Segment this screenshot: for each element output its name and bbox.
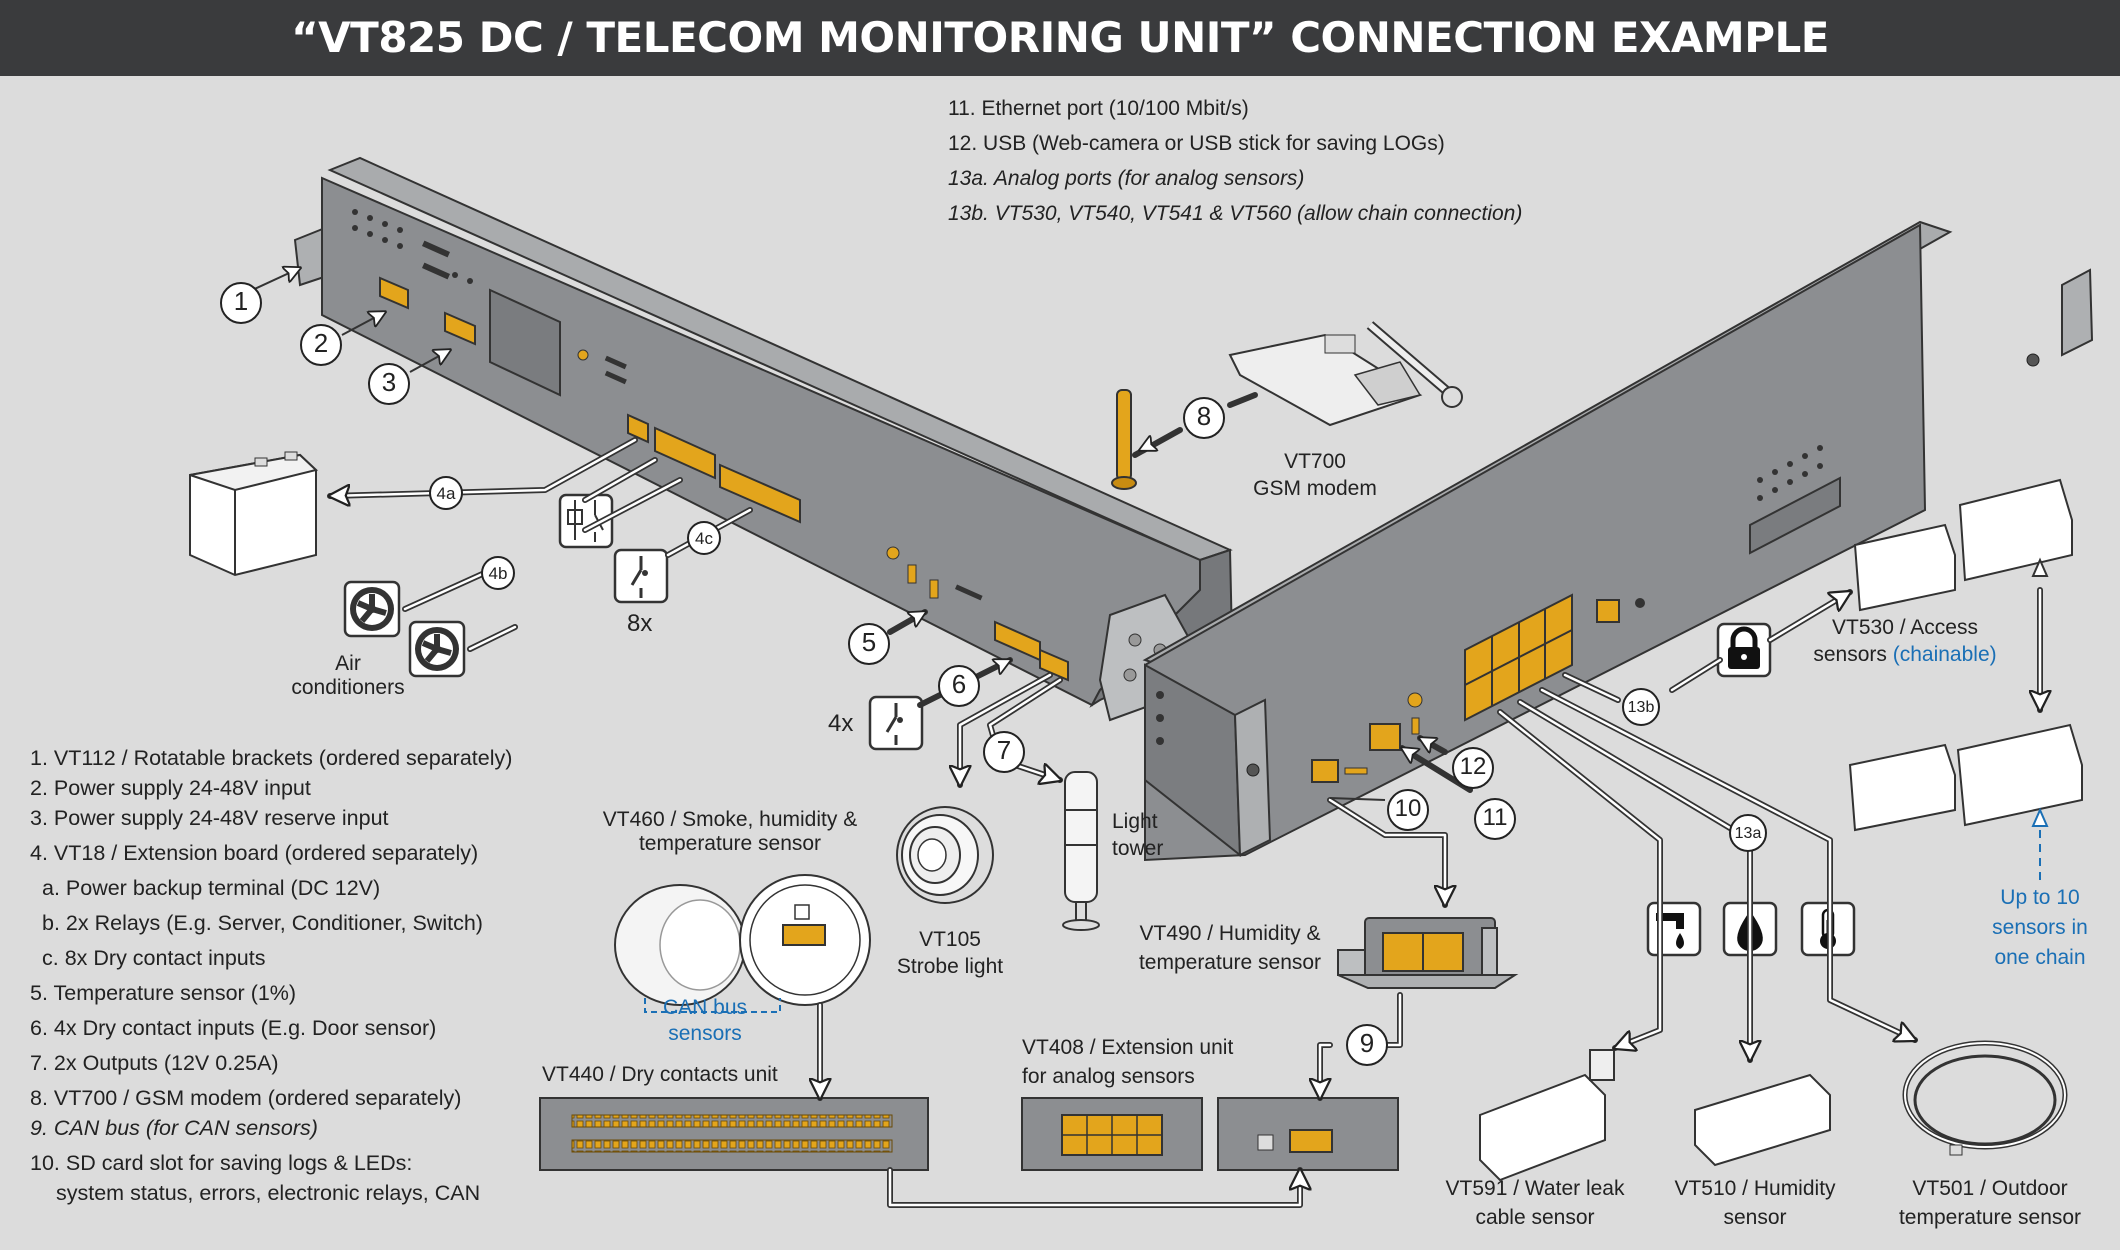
- label-vt700: VT700 GSM modem: [1253, 450, 1377, 500]
- callout-9: [1346, 1024, 1388, 1066]
- label-8x: 8x: [627, 610, 653, 637]
- legend-2: 2. Power supply 24-48V input: [30, 776, 311, 800]
- callout-11: [1474, 798, 1516, 840]
- callout-3: [368, 363, 410, 405]
- callout-6: [938, 665, 980, 707]
- vt490-humidity-sensor: [1337, 917, 1519, 989]
- antenna-icon: [1111, 389, 1137, 490]
- label-vt105: VT105 Strobe light: [896, 928, 1004, 978]
- lock-icon: [1716, 622, 1772, 678]
- callout-4a: [429, 476, 463, 510]
- callout-5-label: 5: [861, 627, 877, 657]
- callout-1: [220, 282, 262, 324]
- top-legend-11: 11. Ethernet port (10/100 Mbit/s): [948, 97, 1249, 120]
- battery-icon: [189, 451, 319, 577]
- vt530-access-sensor: [1848, 478, 2083, 832]
- legend-3: 3. Power supply 24-48V reserve input: [30, 806, 389, 830]
- label-air-conditioners: Air conditioners: [291, 652, 405, 699]
- legend-4a: a. Power backup terminal (DC 12V): [42, 876, 381, 900]
- vt825-unit-right: [1142, 220, 2094, 862]
- callout-10: [1387, 789, 1429, 831]
- callout-6-label: 6: [951, 669, 967, 699]
- dry-contact-switch-icon: [868, 695, 924, 751]
- dry-contact-switch-icon: [613, 548, 669, 604]
- callout-3-label: 3: [381, 367, 397, 397]
- legend-4b: b. 2x Relays (E.g. Server, Conditioner, …: [42, 911, 483, 935]
- vt700-gsm-modem: [1228, 321, 1463, 427]
- callout-12: [1452, 747, 1494, 789]
- legend-10: 10. SD card slot for saving logs & LEDs:: [30, 1151, 413, 1175]
- label-vt510: VT510 / Humidity sensor: [1674, 1177, 1836, 1229]
- callout-7: [983, 731, 1025, 773]
- vt510-humidity-sensor: [1694, 1073, 1831, 1167]
- callout-8: [1183, 397, 1225, 439]
- callout-13b: [1622, 688, 1660, 726]
- label-vt440: VT440 / Dry contacts unit: [542, 1063, 778, 1086]
- callout-10-label: 10: [1394, 795, 1422, 822]
- callout-4b-label: 4b: [488, 564, 508, 583]
- label-vt490: VT490 / Humidity & temperature sensor: [1138, 922, 1322, 974]
- callout-2: [300, 324, 342, 366]
- label-vt460: VT460 / Smoke, humidity & temperature se…: [602, 808, 858, 855]
- fan-icon: [343, 580, 401, 638]
- label-4x: 4x: [828, 710, 854, 737]
- label-vt591: VT591 / Water leak cable sensor: [1445, 1177, 1625, 1229]
- callout-9-label: 9: [1359, 1028, 1375, 1058]
- fan-icon: [408, 620, 466, 678]
- legend-4c: c. 8x Dry contact inputs: [42, 946, 266, 970]
- top-legend-12: 12. USB (Web-camera or USB stick for sav…: [948, 132, 1445, 155]
- relay-switch-icon: [558, 493, 614, 549]
- legend-9: 9. CAN bus (for CAN sensors): [30, 1116, 318, 1140]
- label-up-to-10: Up to 10 sensors in one chain: [1992, 886, 2088, 969]
- page-title: “VT825 DC / TELECOM MONITORING UNIT” CON…: [291, 13, 1829, 62]
- legend-10-cont: system status, errors, electronic relays…: [56, 1181, 481, 1205]
- callout-7-label: 7: [996, 735, 1012, 765]
- vt105-strobe-light: [896, 806, 994, 904]
- callout-2-label: 2: [313, 328, 329, 358]
- vt460-smoke-sensor: [614, 874, 871, 1006]
- vt825-unit-left: [293, 156, 1234, 722]
- legend-5: 5. Temperature sensor (1%): [30, 981, 297, 1005]
- callout-5: [848, 623, 890, 665]
- callout-11-label: 11: [1482, 804, 1508, 831]
- vt408-extension-unit: [1021, 1097, 1399, 1171]
- label-vt530: VT530 / Access sensors (chainable): [1813, 616, 1997, 666]
- legend-4: 4. VT18 / Extension board (ordered separ…: [30, 841, 479, 865]
- top-legend-13b: 13b. VT530, VT540, VT541 & VT560 (allow …: [948, 202, 1523, 225]
- legend-6: 6. 4x Dry contact inputs (E.g. Door sens…: [30, 1016, 437, 1040]
- callout-4c-label: 4c: [695, 529, 713, 548]
- callout-4b: [481, 556, 515, 590]
- callout-13a-label: 13a: [1734, 825, 1762, 842]
- title-bar: [0, 0, 2120, 76]
- callout-1-label: 1: [233, 286, 249, 316]
- callout-13b-label: 13b: [1627, 699, 1655, 716]
- label-vt408: VT408 / Extension unit for analog sensor…: [1022, 1036, 1234, 1088]
- water-tap-icon: [1646, 901, 1702, 957]
- label-light-tower: Light tower: [1112, 810, 1164, 860]
- vt440-dry-contacts-unit: [539, 1097, 929, 1171]
- callout-12-label: 12: [1459, 753, 1487, 780]
- callout-8-label: 8: [1196, 401, 1212, 431]
- callout-4a-label: 4a: [436, 484, 456, 503]
- light-tower: [1062, 771, 1100, 931]
- vt591-water-leak-sensor: [1479, 1049, 1615, 1182]
- legend-1: 1. VT112 / Rotatable brackets (ordered s…: [30, 746, 513, 770]
- legend-7: 7. 2x Outputs (12V 0.25A): [30, 1051, 279, 1075]
- vt501-outdoor-temp-sensor: [1902, 1040, 2068, 1156]
- label-can-bus-sensors: CAN bus sensors: [662, 996, 748, 1045]
- label-vt501: VT501 / Outdoor temperature sensor: [1898, 1177, 2082, 1229]
- top-legend-13a: 13a. Analog ports (for analog sensors): [948, 167, 1305, 190]
- callout-4c: [687, 521, 721, 555]
- legend-8: 8. VT700 / GSM modem (ordered separately…: [30, 1086, 462, 1110]
- callout-13a: [1729, 814, 1767, 852]
